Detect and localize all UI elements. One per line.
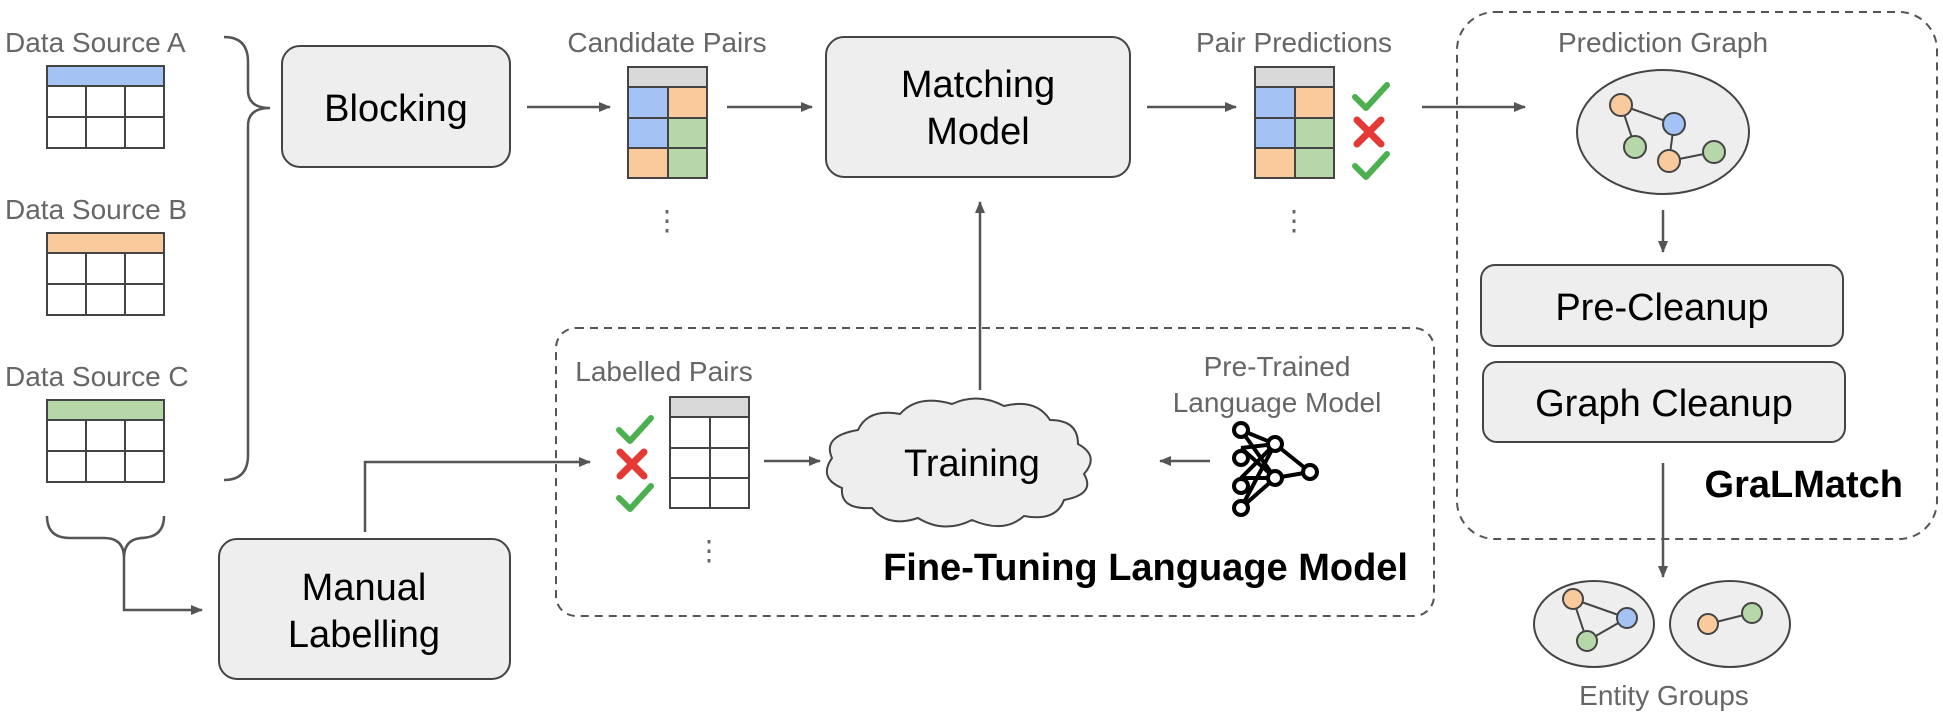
- gralmatch-title: GraLMatch: [1705, 464, 1903, 506]
- check-icon: [619, 486, 651, 509]
- sources-brace: [223, 35, 271, 482]
- prediction-graph: [1576, 69, 1750, 195]
- pretrained-lm-label-1: Pre-Trained: [1204, 351, 1351, 382]
- cross-icon: [1357, 120, 1381, 144]
- labelling-brace: [45, 515, 166, 559]
- pair-predictions-table: [1254, 66, 1335, 179]
- labelled-pairs-ellipsis: ⋮: [695, 535, 723, 566]
- matching-model-label-1: Matching: [901, 64, 1055, 106]
- neural-network-icon: [1232, 421, 1319, 517]
- graph-cleanup-label: Graph Cleanup: [1535, 383, 1793, 425]
- blocking-label: Blocking: [324, 88, 468, 130]
- prediction-graph-label: Prediction Graph: [1558, 27, 1768, 58]
- pair-predictions-label: Pair Predictions: [1196, 27, 1392, 58]
- check-icon: [1355, 85, 1387, 108]
- pretrained-lm-label-2: Language Model: [1173, 387, 1382, 418]
- blocking-box: [281, 45, 511, 168]
- graph-cleanup-box: [1482, 361, 1846, 443]
- data-source-c-table: [46, 399, 165, 483]
- data-source-a-label: Data Source A: [5, 27, 186, 58]
- manual-labelling-label-1: Manual: [302, 567, 427, 609]
- labelled-pairs-label: Labelled Pairs: [575, 356, 752, 387]
- data-source-b-label: Data Source B: [5, 194, 187, 225]
- training-cloud: [825, 397, 1092, 528]
- labelling-arrow: [122, 558, 203, 615]
- check-icon: [619, 418, 651, 441]
- data-source-b-table: [46, 232, 165, 316]
- pre-cleanup-box: [1480, 264, 1844, 347]
- matching-model-label-2: Model: [926, 111, 1030, 153]
- data-source-c-label: Data Source C: [5, 361, 189, 392]
- gralmatch-container: [1456, 11, 1938, 540]
- candidate-pairs-ellipsis: ⋮: [653, 205, 681, 236]
- entity-group-2: [1669, 580, 1791, 668]
- data-source-a-table: [46, 65, 165, 149]
- candidate-pairs-label: Candidate Pairs: [567, 27, 766, 58]
- manual-labelling-label-2: Labelling: [288, 614, 440, 656]
- training-label: Training: [904, 443, 1040, 485]
- pre-cleanup-label: Pre-Cleanup: [1555, 287, 1768, 329]
- manual-labelling-box: [218, 538, 511, 680]
- cross-icon: [620, 452, 644, 476]
- entity-group-1: [1533, 580, 1655, 668]
- pair-predictions-ellipsis: ⋮: [1280, 205, 1308, 236]
- labelled-pairs-table: [669, 396, 750, 509]
- candidate-pairs-table: [627, 66, 708, 179]
- matching-model-box: [825, 36, 1131, 178]
- check-icon: [1355, 154, 1387, 177]
- entity-groups-label: Entity Groups: [1579, 680, 1749, 711]
- arrow-labelling-to-pairs: [363, 457, 591, 532]
- finetuning-title: Fine-Tuning Language Model: [883, 547, 1408, 589]
